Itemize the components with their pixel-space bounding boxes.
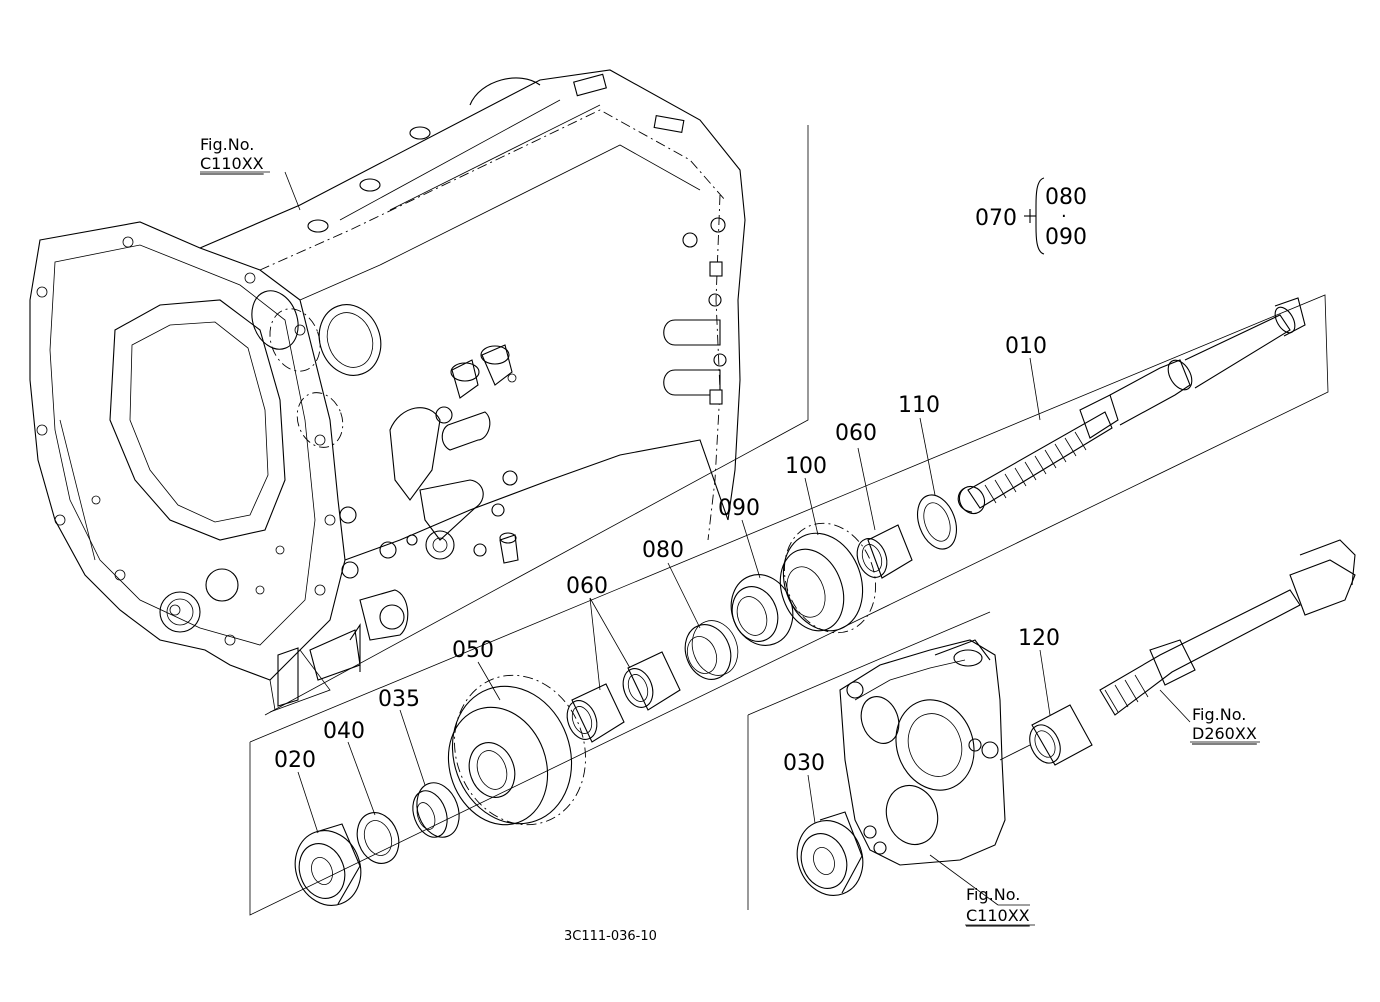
frame-lines xyxy=(249,125,1329,916)
ref-housing-code[interactable]: C110XX xyxy=(200,154,264,173)
ref-cover-prefix: Fig.No. xyxy=(966,885,1020,904)
ref-bevel-code[interactable]: D260XX xyxy=(1192,724,1257,743)
part-label-060-lower: 060 xyxy=(566,574,608,599)
washer-040 xyxy=(356,812,400,864)
ref-bevel-prefix: Fig.No. xyxy=(1192,705,1246,724)
collar-090 xyxy=(730,574,794,646)
ball-bearing-020 xyxy=(294,823,362,906)
sleeve-120 xyxy=(1029,704,1093,766)
part-label-010: 010 xyxy=(1005,334,1047,359)
group-assembly-label: 070 xyxy=(975,206,1017,231)
ref-housing-prefix: Fig.No. xyxy=(200,135,254,154)
part-label-120: 120 xyxy=(1018,626,1060,651)
washer-110 xyxy=(917,494,957,550)
part-label-050: 050 xyxy=(452,638,494,663)
group-bracket xyxy=(1024,177,1045,255)
leader-lines xyxy=(200,171,1260,926)
part-label-020: 020 xyxy=(274,748,316,773)
needle-bearing-060-lower-a xyxy=(622,651,681,711)
group-separator: · xyxy=(1061,206,1067,227)
part-label-080: 080 xyxy=(642,538,684,563)
transmission-housing xyxy=(29,69,746,713)
collar-035 xyxy=(412,782,460,838)
bevel-pinion-shaft xyxy=(1099,539,1356,716)
part-label-100: 100 xyxy=(785,454,827,479)
part-label-035: 035 xyxy=(378,687,420,712)
part-label-090: 090 xyxy=(718,496,760,521)
needle-bearing-060-lower-b xyxy=(566,683,625,743)
drawing-code: 3C111-036-10 xyxy=(564,929,657,944)
collar-080 xyxy=(684,620,739,680)
ref-cover-code[interactable]: C110XX xyxy=(966,906,1030,925)
part-label-040: 040 xyxy=(323,719,365,744)
needle-bearing-060-upper xyxy=(856,524,913,579)
part-label-110: 110 xyxy=(898,393,940,418)
gear-050 xyxy=(447,674,586,826)
gear-100 xyxy=(779,522,877,634)
group-member-090: 090 xyxy=(1045,225,1087,250)
part-label-030: 030 xyxy=(783,751,825,776)
group-member-080: 080 xyxy=(1045,185,1087,210)
bearing-cover xyxy=(839,639,1031,866)
part-label-060-upper: 060 xyxy=(835,421,877,446)
ball-bearing-030 xyxy=(796,811,864,896)
shaft-010 xyxy=(957,297,1306,515)
